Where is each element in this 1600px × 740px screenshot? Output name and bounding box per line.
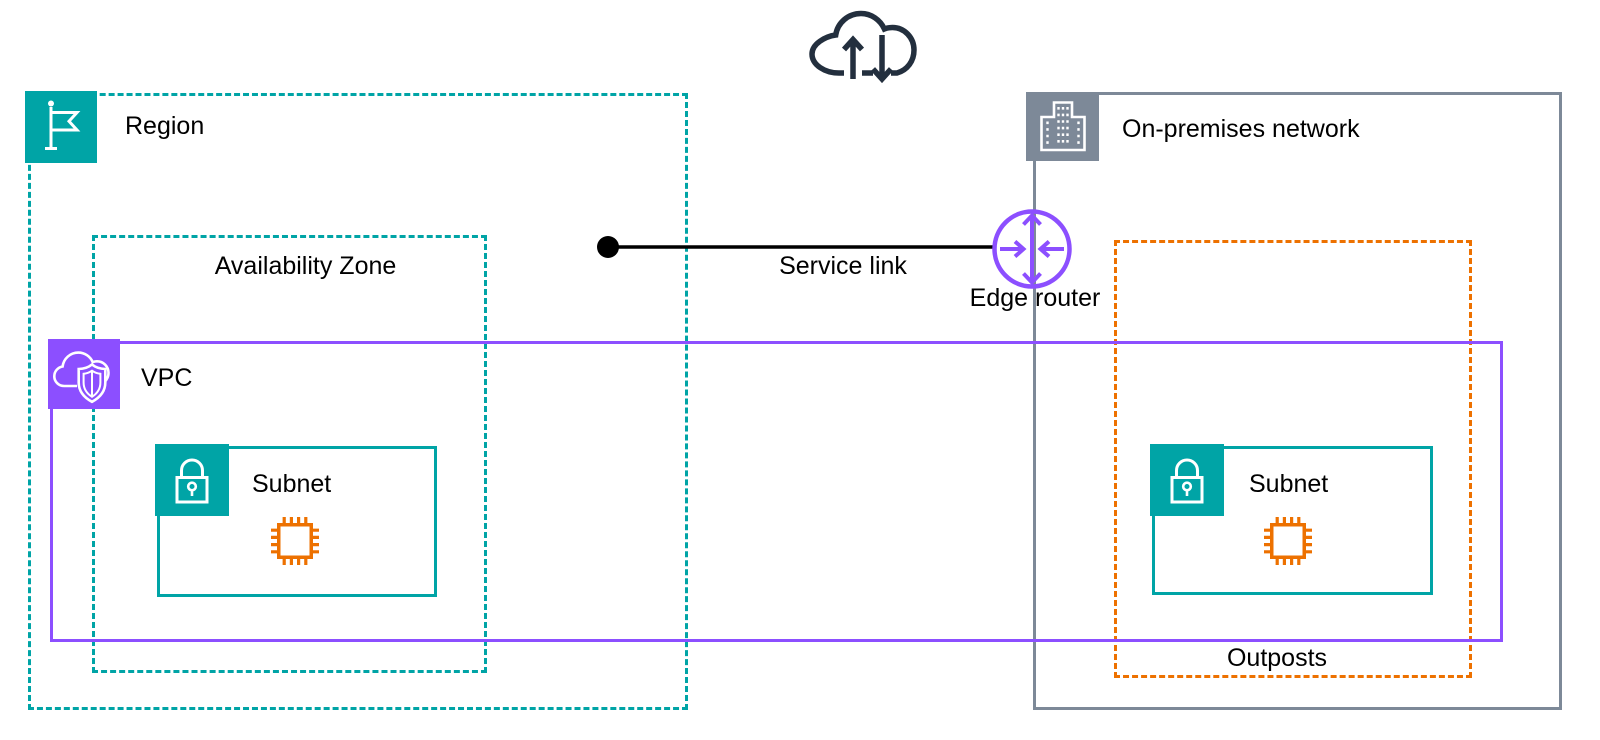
flag-icon	[25, 91, 97, 163]
vpc-box	[50, 341, 1503, 642]
edge-router-label: Edge router	[969, 284, 1101, 312]
vpc-subnet-box	[157, 446, 437, 597]
availability-zone-label: Availability Zone	[214, 252, 397, 280]
outposts-label: Outposts	[1226, 644, 1328, 672]
region-box	[28, 93, 688, 710]
outposts-box	[1114, 240, 1472, 678]
outposts-subnet-box	[1152, 446, 1433, 595]
outposts-subnet-label: Subnet	[1249, 470, 1329, 498]
cloud-transfer-arrows-icon	[809, 10, 917, 84]
lock-icon	[155, 444, 229, 516]
region-label: Region	[125, 112, 205, 140]
lock-icon	[1150, 444, 1224, 516]
service-link-connector	[597, 236, 995, 258]
on-premises-label: On-premises network	[1122, 115, 1360, 143]
service-link-dot	[597, 236, 619, 258]
cloud-shield-icon	[48, 339, 120, 409]
vpc-label: VPC	[141, 364, 193, 392]
service-link-label: Service link	[779, 252, 907, 280]
chip-icon	[271, 517, 319, 565]
on-premises-box	[1033, 92, 1562, 710]
router-arrows-icon	[992, 209, 1072, 289]
availability-zone-box	[92, 235, 487, 673]
chip-icon	[1264, 517, 1312, 565]
building-icon	[1026, 92, 1099, 161]
vpc-subnet-label: Subnet	[252, 470, 332, 498]
